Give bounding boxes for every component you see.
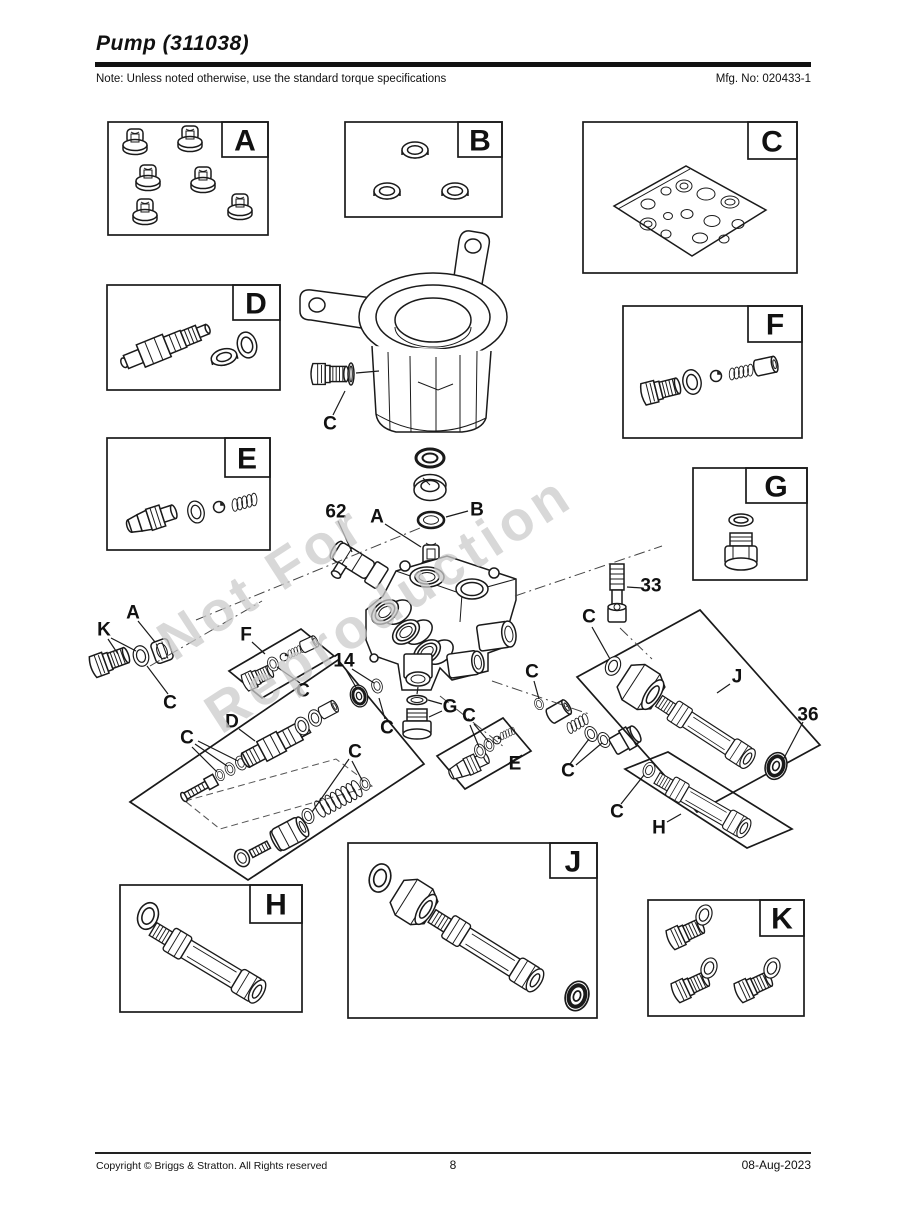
callout-letter-k: K: [771, 903, 793, 936]
oring-kit-sheet: [612, 165, 768, 257]
label-f: F: [240, 625, 252, 646]
valve-caps-set: [122, 125, 253, 226]
oring: [365, 860, 395, 896]
page-number: 8: [449, 1158, 457, 1172]
label-spring-rings-c: C: [348, 742, 362, 763]
construction-lines: [149, 527, 663, 748]
housing-plug: [310, 362, 350, 386]
plug-with-oring: [724, 513, 758, 571]
valve-seat: [751, 355, 780, 378]
label-j-ring-c: C: [582, 607, 596, 628]
label-oring-b: B: [470, 500, 484, 521]
callout-box-g: G: [692, 467, 808, 581]
unloader-kit: [128, 658, 426, 882]
label-k-ring-c: C: [163, 693, 177, 714]
label-mid-ring-c: C: [525, 662, 539, 683]
callout-letter-h: H: [265, 889, 287, 922]
unloader-piston: [269, 816, 310, 852]
f-kit-inscene: [227, 627, 336, 700]
oring: [233, 329, 261, 361]
nut-part-a: [150, 637, 174, 665]
elbow-fitting-62: [329, 540, 389, 589]
page-title: Pump (311038): [96, 32, 250, 55]
callout-letter-e: E: [237, 443, 257, 476]
callout-letter-c: C: [761, 126, 783, 159]
callout-box-j: J: [347, 842, 598, 1019]
callout-box-k: K: [647, 899, 805, 1017]
inlet-tube: [424, 904, 548, 996]
seal-ring: [208, 345, 240, 369]
callout-letter-b: B: [469, 125, 491, 158]
footer-rule: [95, 1152, 811, 1154]
revision-date: 08-Aug-2023: [741, 1158, 811, 1172]
ball: [212, 500, 226, 514]
label-j: J: [732, 667, 743, 688]
unloader-spring: [314, 780, 363, 818]
label-h-ring-c: C: [610, 802, 624, 823]
label-62: 62: [325, 502, 346, 523]
leader-lines: [107, 510, 804, 823]
callout-box-d: D: [106, 284, 281, 391]
label-check-valve-a: A: [370, 507, 384, 528]
housing-plug-washer: [347, 362, 355, 386]
label-e: E: [509, 754, 522, 775]
callout-letter-j: J: [565, 846, 582, 879]
j-kit-inscene: [575, 608, 822, 814]
e-kit-inscene: [435, 716, 533, 791]
adjust-screw: [248, 840, 272, 859]
header-rule: [95, 62, 811, 67]
oring: [184, 498, 208, 526]
pump-housing: [299, 230, 508, 433]
seal-rings-set: [373, 141, 469, 200]
callout-letter-d: D: [245, 288, 267, 321]
label-d: D: [225, 712, 239, 733]
socket-bolt-33: [607, 563, 627, 623]
spring: [228, 491, 261, 514]
outlet-valve-chain: [532, 696, 642, 755]
piston-seal-stack: [413, 447, 447, 530]
label-h: H: [652, 818, 666, 839]
label-outlet-rings-c: C: [561, 761, 575, 782]
label-d-rings-c: C: [180, 728, 194, 749]
callout-letter-a: A: [234, 125, 256, 158]
label-14-ring-c: C: [380, 718, 394, 739]
label-housing-plug-c: C: [323, 414, 337, 435]
label-f-ring-c: C: [296, 681, 310, 702]
callout-box-e: E: [106, 437, 271, 551]
k-group-parts: [86, 637, 174, 679]
copyright-text: Copyright © Briggs & Stratton. All Right…: [96, 1160, 328, 1172]
hex-plug: [638, 373, 684, 407]
mfg-number: Mfg. No: 020433-1: [715, 73, 811, 85]
label-k: K: [97, 620, 111, 641]
callout-box-a: A: [107, 121, 269, 236]
thermal-relief-valve: [120, 323, 211, 370]
lock-nut: [233, 848, 251, 868]
callout-box-c: C: [582, 121, 798, 274]
pump-manifold: [365, 555, 517, 691]
callout-letter-f: F: [766, 309, 784, 342]
grommet-14: [346, 681, 372, 711]
torque-note: Note: Unless noted otherwise, use the st…: [96, 73, 447, 85]
label-g: G: [443, 697, 458, 718]
grommet: [561, 978, 592, 1014]
outlet-tube: [145, 917, 270, 1007]
callout-box-b: B: [344, 121, 503, 218]
callout-box-h: H: [119, 884, 303, 1013]
oring: [679, 367, 705, 397]
label-14: 14: [333, 651, 355, 672]
h-kit-inscene: [623, 751, 794, 849]
diagram-labels: C 62 A B 33 K A C F C 14 C D C C G C E C…: [97, 414, 818, 839]
ball: [709, 369, 723, 383]
label-nut-a: A: [126, 603, 140, 624]
callout-box-f: F: [622, 305, 803, 439]
callout-letter-g: G: [764, 471, 787, 504]
label-36: 36: [797, 705, 818, 726]
label-33: 33: [640, 576, 661, 597]
label-e-rings-c: C: [462, 706, 476, 727]
spring: [726, 362, 757, 382]
hose-barb-fitting: [122, 499, 181, 539]
drain-plug-g: [402, 686, 432, 740]
